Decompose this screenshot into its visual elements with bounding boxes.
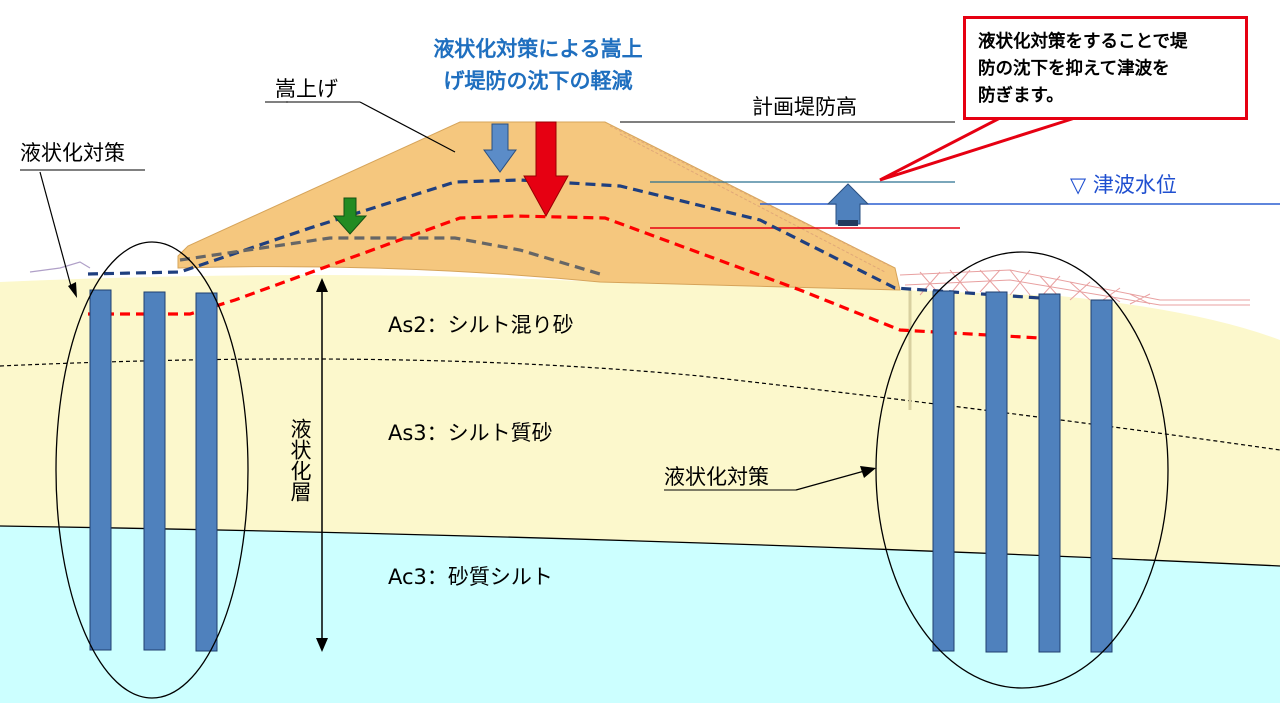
arrow-up-blue [826, 183, 870, 226]
leader-arrowhead-right [860, 466, 876, 478]
tsunami-level-label: ▽ 津波水位 [1070, 173, 1177, 197]
countermeasure-ellipse-right [875, 251, 1169, 689]
embankment-raise-label: 嵩上げ [275, 77, 338, 101]
sand-layers [0, 275, 1280, 566]
callout-line1: 液状化対策をすることで堤 [978, 32, 1188, 52]
pile [985, 291, 1008, 653]
embankment-crest-outline [609, 125, 891, 267]
pile [1038, 293, 1061, 653]
countermeasure-piles-right [932, 290, 1113, 653]
layer-as2-label: As2：シルト混り砂 [388, 313, 574, 337]
settlement-line-mitigated [87, 178, 1041, 300]
callout-line3: 防ぎます。 [978, 86, 1064, 106]
reduction-title-line2: げ堤防の沈下の軽減 [444, 69, 633, 93]
left-fence [29, 261, 91, 273]
countermeasure-label-right: 液状化対策 [664, 465, 769, 489]
reduction-title-line1: 液状化対策による嵩上 [433, 37, 642, 61]
leader-lines [20, 101, 869, 491]
revetment-structure [899, 269, 1250, 306]
countermeasure-piles-left [89, 289, 218, 652]
layer-as3-label: As3：シルト質砂 [388, 421, 553, 445]
ac3-silt-layer [0, 526, 1280, 703]
pile [1090, 299, 1113, 653]
countermeasure-label-left: 液状化対策 [20, 141, 125, 165]
callout-pointer [879, 116, 1076, 182]
pile [195, 292, 218, 652]
callout-line2: 防の沈下を抑えて津波を [978, 59, 1170, 79]
countermeasure-ellipse-left [55, 241, 249, 699]
callout-box: 液状化対策をすることで堤 防の沈下を抑えて津波を 防ぎます。 [963, 16, 1248, 120]
arrow-down-red [523, 121, 569, 218]
pile [143, 291, 166, 651]
planned-height-label: 計画堤防高 [752, 95, 857, 119]
leader-arrowhead-left [68, 282, 77, 298]
raised-embankment [177, 121, 901, 291]
pile [89, 289, 112, 651]
arrow-down-green [332, 197, 368, 235]
liquefaction-layer-label: 液状化層 [288, 418, 312, 502]
settlement-line-original-ground [179, 236, 601, 276]
layer-boundary-black [0, 525, 1280, 567]
layer-ac3-label: Ac3：砂質シルト [388, 565, 553, 589]
pile [932, 290, 955, 652]
liquefaction-layer-dimension [316, 278, 328, 652]
arrow-down-blue [483, 123, 517, 173]
